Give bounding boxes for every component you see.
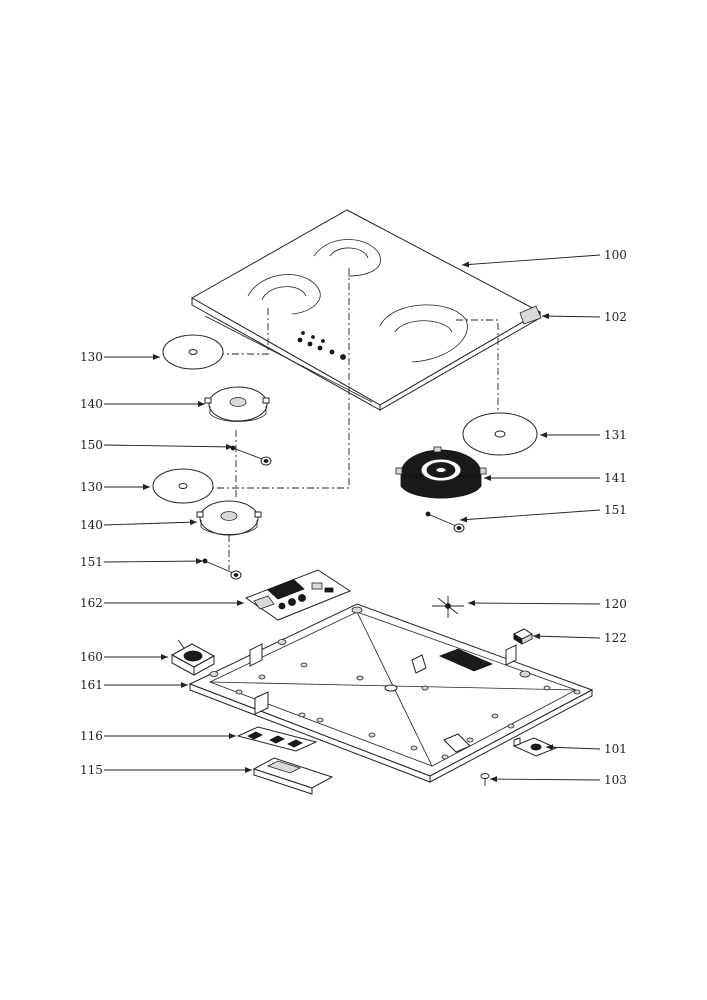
label-141: 141 [604, 471, 627, 485]
label-140-lower: 140 [80, 518, 103, 532]
vent-grille [438, 648, 494, 672]
edge-clip [519, 305, 542, 325]
connector-122 [512, 628, 534, 645]
label-162: 162 [80, 596, 103, 610]
label-151-left: 151 [80, 555, 103, 569]
label-116: 116 [80, 729, 103, 743]
temperature-sensor-151-right [425, 511, 465, 533]
mica-disc-131 [462, 412, 538, 456]
label-161: 161 [80, 678, 103, 692]
label-150: 150 [80, 438, 103, 452]
sensor-clip-120 [432, 596, 464, 618]
glass-cooktop-top [190, 209, 542, 411]
label-140-upper: 140 [80, 397, 103, 411]
label-151-right: 151 [604, 503, 627, 517]
label-102: 102 [604, 310, 627, 324]
induction-coil-141 [395, 446, 487, 499]
label-160: 160 [80, 650, 103, 664]
part-labels: 100 102 130 140 150 130 131 141 140 151 … [80, 248, 627, 787]
mica-disc-130-lower [152, 468, 214, 504]
leader-lines [103, 254, 601, 783]
screw-103 [480, 773, 490, 786]
label-130-upper: 130 [80, 350, 103, 364]
touch-controls [297, 331, 346, 360]
label-101: 101 [604, 742, 627, 756]
bottom-casing-161 [188, 603, 594, 783]
label-120: 120 [604, 597, 627, 611]
cooling-fan-160 [170, 639, 216, 676]
induction-coil-140-upper [204, 386, 270, 422]
label-122: 122 [604, 631, 627, 645]
temperature-sensor-150 [230, 445, 272, 466]
casing-bosses [209, 606, 581, 760]
control-holder-115 [252, 757, 334, 795]
assembly-lines [212, 268, 499, 570]
induction-coil-140-lower [196, 500, 262, 536]
label-131: 131 [604, 428, 627, 442]
label-115: 115 [80, 763, 103, 777]
mica-disc-130-upper [162, 334, 224, 370]
power-board-162 [244, 569, 352, 621]
label-103: 103 [604, 773, 627, 787]
control-board-116 [236, 726, 318, 752]
label-100: 100 [604, 248, 627, 262]
label-130-lower: 130 [80, 480, 103, 494]
temperature-sensor-151-left [202, 558, 242, 580]
mounting-bracket-101 [512, 737, 558, 757]
